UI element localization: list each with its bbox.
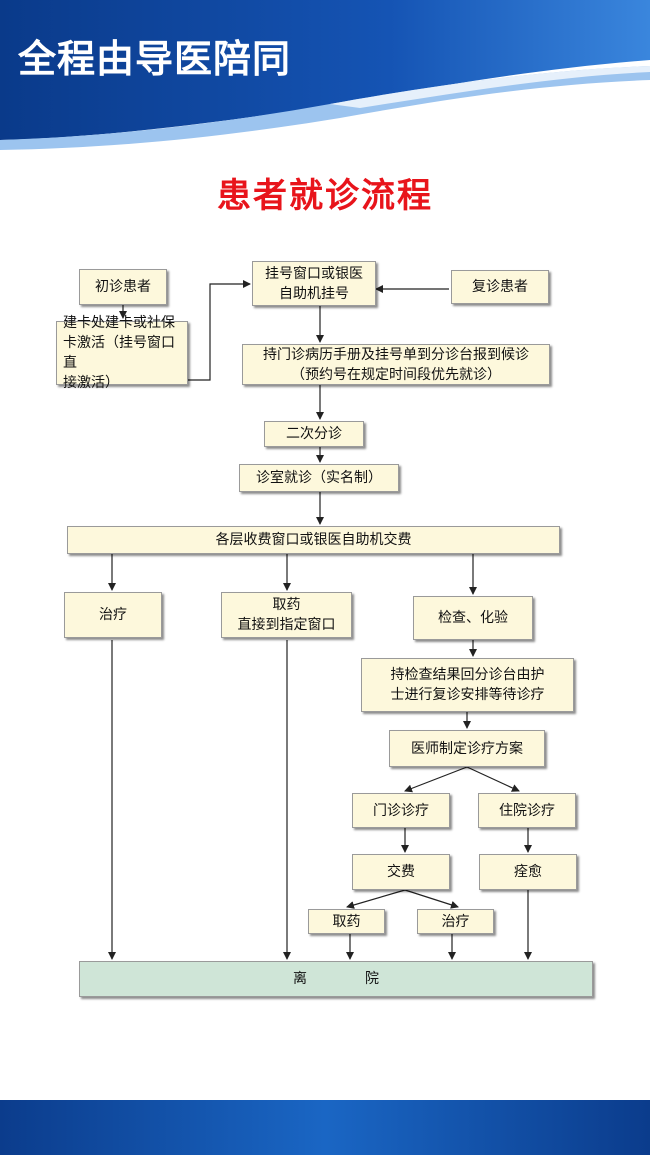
secondary-triage-box: 二次分诊 [264, 421, 364, 447]
treatment-box: 治疗 [64, 592, 162, 638]
registration-box: 挂号窗口或银医 自助机挂号 [252, 261, 376, 306]
first-visit-box: 初诊患者 [79, 269, 167, 305]
results-return-box: 持检查结果回分诊台由护 士进行复诊安排等待诊疗 [361, 658, 574, 712]
exam-lab-box: 检查、化验 [413, 596, 533, 640]
header-wave-graphic [0, 0, 650, 150]
header-title: 全程由导医陪同 [18, 37, 292, 81]
return-visit-box: 复诊患者 [451, 270, 549, 304]
discharge-box: 离院 [79, 961, 593, 997]
treatment-plan-box: 医师制定诊疗方案 [389, 730, 545, 767]
footer-band [0, 1100, 650, 1155]
pick-medicine-box: 取药 [308, 909, 385, 934]
card-activation-box: 建卡处建卡或社保 卡激活（挂号窗口直 接激活） [56, 315, 188, 391]
payment-box: 各层收费窗口或银医自助机交费 [67, 526, 560, 554]
inpatient-treatment-box: 住院诊疗 [478, 793, 576, 828]
header-banner: 全程由导医陪同 [0, 0, 650, 160]
pick-medicine-direct-box: 取药 直接到指定窗口 [221, 592, 352, 638]
triage-report-box: 持门诊病历手册及挂号单到分诊台报到候诊 （预约号在规定时间段优先就诊） [242, 344, 550, 385]
page-title: 患者就诊流程 [217, 176, 433, 216]
recovery-box: 痊愈 [479, 854, 577, 890]
treatment2-box: 治疗 [417, 909, 494, 934]
pay-fee-box: 交费 [352, 854, 450, 890]
consultation-box: 诊室就诊（实名制） [239, 464, 399, 492]
outpatient-treatment-box: 门诊诊疗 [352, 793, 450, 828]
